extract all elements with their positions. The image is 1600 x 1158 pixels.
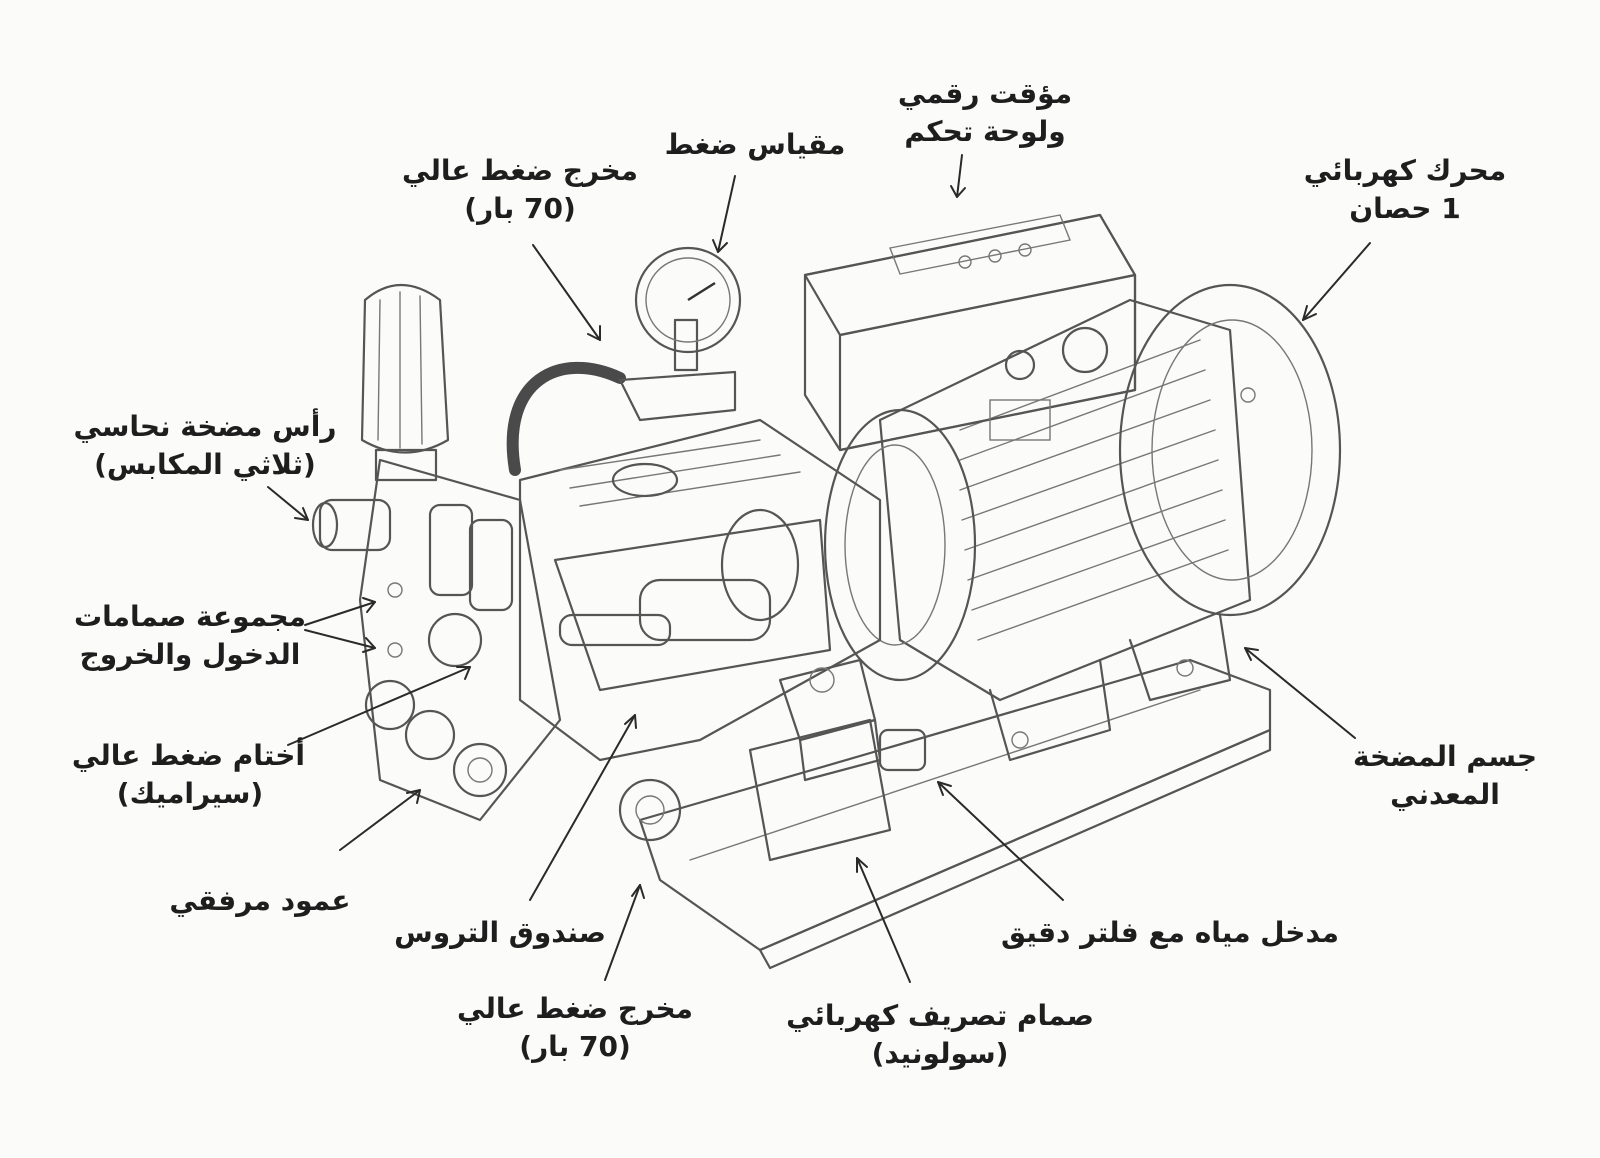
callout-lines (267, 154, 1371, 983)
label-solenoid: صمام تصريف كهربائي (سولونيد) (780, 997, 1100, 1073)
label-crankshaft-line1: عمود مرفقي (169, 884, 351, 917)
label-solenoid-line1: صمام تصريف كهربائي (786, 999, 1094, 1032)
label-outlet-top-line2: (70 بار) (464, 192, 576, 225)
label-timer: مؤقت رقمي ولوحة تحكم (885, 75, 1085, 151)
label-pump-body: جسم المضخة المعدني (1345, 738, 1545, 814)
unloader-knob (360, 283, 450, 482)
label-pump-body-line1: جسم المضخة (1352, 740, 1537, 773)
label-seals-line1: أختام ضغط عالي (71, 739, 305, 772)
label-timer-line2: ولوحة تحكم (904, 115, 1066, 148)
hose (506, 362, 626, 476)
label-outlet-top-line1: مخرج ضغط عالي (402, 154, 638, 187)
label-outlet-top: مخرج ضغط عالي (70 بار) (400, 152, 640, 228)
label-water-inlet-line1: مدخل مياه مع فلتر دقيق (1001, 916, 1339, 949)
pressure-gauge (618, 246, 742, 422)
label-outlet-bottom-line1: مخرج ضغط عالي (457, 992, 693, 1025)
brass-pump-head (311, 458, 682, 842)
label-pump-head-line2: (ثلاثي المكابس) (94, 448, 316, 481)
label-crankshaft: عمود مرفقي (160, 882, 360, 920)
label-gauge-line1: مقياس ضغط (664, 128, 846, 161)
label-valves: مجموعة صمامات الدخول والخروج (70, 598, 310, 674)
label-pump-body-line2: المعدني (1390, 778, 1500, 811)
label-seals-line2: (سيراميك) (116, 777, 264, 810)
label-gearbox-line1: صندوق التروس (394, 916, 606, 949)
label-gearbox: صندوق التروس (390, 914, 610, 952)
solenoid-valve (748, 658, 927, 862)
label-outlet-bottom-line2: (70 بار) (519, 1030, 631, 1063)
label-outlet-bottom: مخرج ضغط عالي (70 بار) (455, 990, 695, 1066)
label-valves-line1: مجموعة صمامات (73, 600, 307, 633)
label-seals: أختام ضغط عالي (سيراميك) (71, 737, 305, 813)
label-pump-head-line1: رأس مضخة نحاسي (73, 410, 337, 443)
gearbox-housing (518, 418, 882, 762)
label-valves-line2: الدخول والخروج (79, 638, 301, 671)
label-gauge: مقياس ضغط (660, 126, 850, 164)
label-solenoid-line2: (سولونيد) (871, 1037, 1009, 1070)
electric-motor (823, 283, 1342, 762)
label-water-inlet: مدخل مياه مع فلتر دقيق (995, 914, 1345, 952)
label-motor-line2: 1 حصان (1349, 192, 1461, 225)
label-pump-head: رأس مضخة نحاسي (ثلاثي المكابس) (70, 408, 340, 484)
label-timer-line1: مؤقت رقمي (897, 77, 1073, 110)
label-motor: محرك كهربائي 1 حصان (1290, 152, 1520, 228)
control-box (803, 213, 1137, 452)
base-plate (638, 658, 1272, 970)
label-motor-line1: محرك كهربائي (1303, 154, 1507, 187)
